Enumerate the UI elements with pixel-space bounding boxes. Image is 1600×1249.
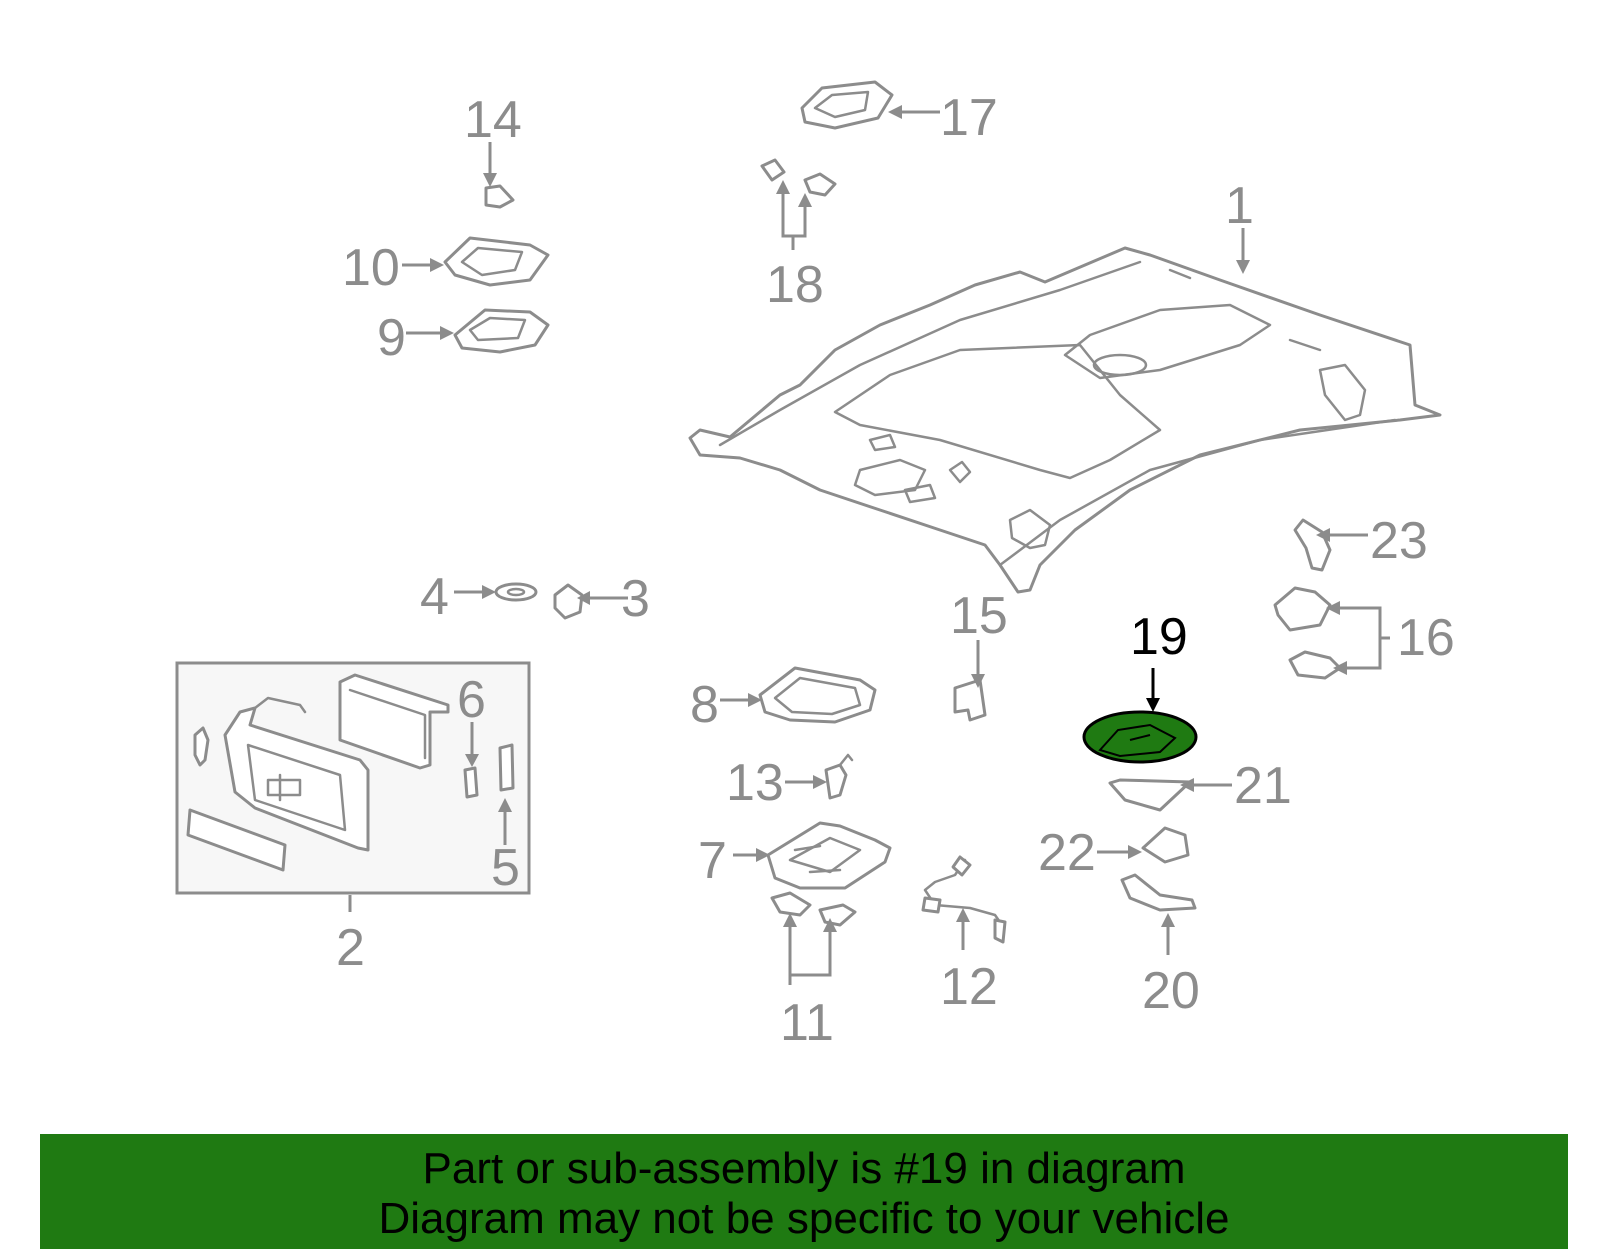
part-8-bezel[interactable] <box>758 666 877 724</box>
part-11-lens-a[interactable] <box>770 891 812 917</box>
banner-line-1: Part or sub-assembly is #19 in diagram <box>422 1144 1186 1193</box>
callout-15: 15 <box>950 587 1008 645</box>
callout-10: 10 <box>342 239 400 297</box>
callout-9: 9 <box>377 309 406 367</box>
part-9-lamp[interactable] <box>453 308 550 354</box>
part-1-headliner[interactable] <box>688 246 1442 594</box>
callout-18: 18 <box>766 256 824 314</box>
part-21-cover[interactable] <box>1108 778 1192 812</box>
part-5-clip[interactable] <box>498 743 515 792</box>
callout-11: 11 <box>780 994 834 1052</box>
part-18-bulb-a[interactable] <box>760 158 786 182</box>
callout-20: 20 <box>1142 962 1200 1020</box>
callout-5: 5 <box>491 839 520 897</box>
part-19-highlighted[interactable] <box>1082 710 1198 764</box>
part-11-lens-b[interactable] <box>818 903 857 927</box>
part-23-clip[interactable] <box>1293 518 1332 572</box>
part-20-trim[interactable] <box>1120 873 1197 912</box>
callout-14: 14 <box>464 91 522 149</box>
part-10-lens[interactable] <box>443 236 550 287</box>
callout-7: 7 <box>698 832 727 890</box>
callout-16: 16 <box>1397 609 1455 667</box>
part-22-cap[interactable] <box>1141 826 1190 864</box>
part-13-switch[interactable] <box>824 753 854 800</box>
callout-21: 21 <box>1234 757 1292 815</box>
part-2-sun-visor[interactable] <box>186 673 450 872</box>
callout-23: 23 <box>1370 512 1428 570</box>
callout-6: 6 <box>457 671 486 729</box>
part-17-lamp-lens[interactable] <box>800 80 894 130</box>
callout-1: 1 <box>1225 177 1254 235</box>
part-4-grommet[interactable] <box>494 582 538 602</box>
part-16-lens-b[interactable] <box>1288 650 1342 680</box>
callout-12: 12 <box>940 958 998 1016</box>
part-15-bracket[interactable] <box>953 678 987 722</box>
callout-19: 19 <box>1130 608 1188 666</box>
callout-8: 8 <box>690 676 719 734</box>
part-7-overhead-console[interactable] <box>766 821 892 890</box>
part-6-clip[interactable] <box>463 766 479 799</box>
callout-4: 4 <box>420 568 449 626</box>
part-16-bracket-a[interactable] <box>1273 586 1332 632</box>
callout-2: 2 <box>336 919 365 977</box>
part-18-bulb-b[interactable] <box>803 172 837 197</box>
banner-line-2: Diagram may not be specific to your vehi… <box>378 1194 1230 1243</box>
callout-13: 13 <box>726 754 784 812</box>
info-banner: Part or sub-assembly is #19 in diagram D… <box>40 1134 1568 1249</box>
part-3-clip[interactable] <box>553 583 584 620</box>
callout-22: 22 <box>1038 824 1096 882</box>
callout-3: 3 <box>621 570 650 628</box>
callout-17: 17 <box>940 89 998 147</box>
part-14-clip[interactable] <box>484 184 515 209</box>
part-12-wire-harness[interactable] <box>921 855 1007 944</box>
